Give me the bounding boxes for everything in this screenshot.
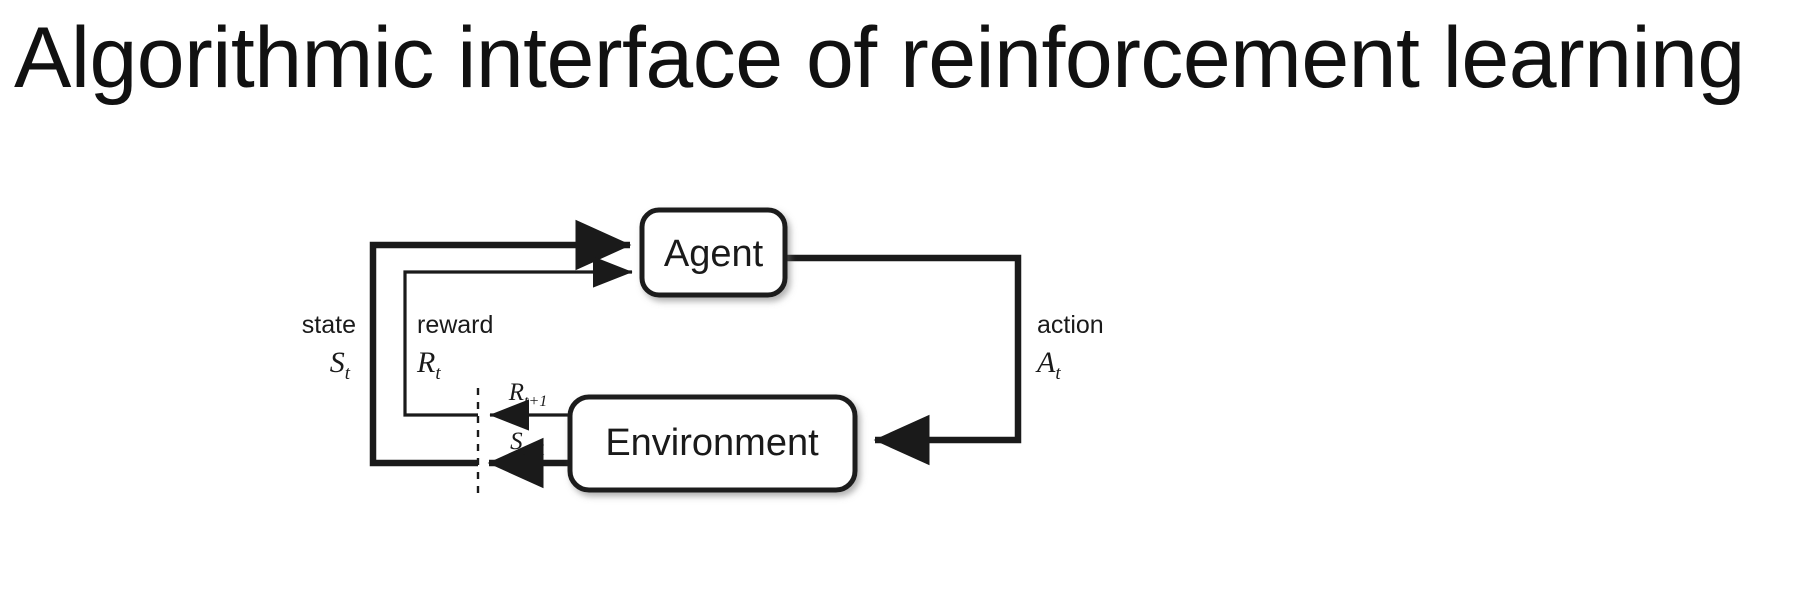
reward-edge-label: reward	[417, 311, 493, 339]
rl-loop-svg: Agent Environment state St reward Rt act…	[302, 207, 1104, 495]
reward-next-base: R	[508, 379, 524, 406]
action-symbol: At	[1035, 346, 1061, 384]
reward-symbol-sub: t	[435, 363, 441, 384]
node-environment[interactable]: Environment	[567, 394, 858, 493]
reward-symbol-base: R	[416, 346, 435, 379]
node-agent[interactable]: Agent	[639, 207, 788, 298]
agent-box[interactable]	[639, 207, 788, 298]
state-symbol: St	[330, 346, 351, 384]
state-edge-path	[369, 219, 632, 467]
agent-label: Agent	[664, 233, 764, 275]
reward-next-symbol: Rt+1	[508, 379, 548, 410]
action-symbol-sub: t	[1055, 363, 1061, 384]
reward-symbol: Rt	[416, 346, 441, 384]
environment-label: Environment	[605, 422, 819, 464]
environment-box[interactable]	[567, 394, 858, 493]
page-title: Algorithmic interface of reinforcement l…	[14, 10, 1745, 106]
state-next-base: S	[510, 428, 523, 455]
reward-edge-path	[403, 256, 633, 417]
action-edge-label: action	[1037, 311, 1104, 339]
action-edge-path	[785, 254, 1022, 466]
state-symbol-sub: t	[345, 363, 351, 384]
action-symbol-base: A	[1035, 346, 1056, 379]
rl-loop-diagram: Agent Environment state St reward Rt act…	[0, 150, 1400, 594]
state-edge-label: state	[302, 311, 356, 339]
state-next-symbol: St+1	[510, 428, 546, 459]
reward-next-sub: t+1	[524, 393, 547, 410]
state-symbol-base: S	[330, 346, 345, 379]
state-next-sub: t+1	[523, 442, 546, 459]
